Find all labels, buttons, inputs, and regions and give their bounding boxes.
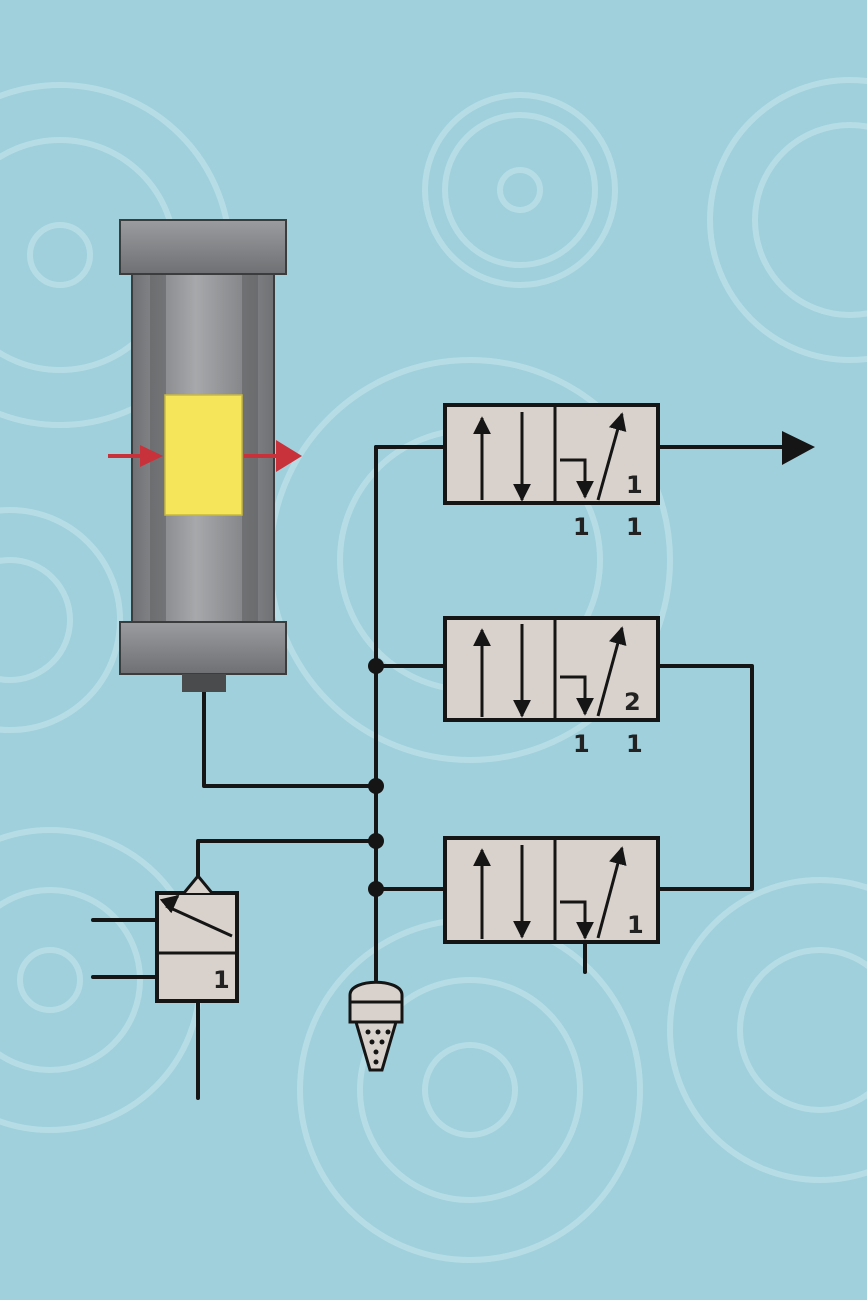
pilot-line (196, 839, 378, 880)
gear-icon (422, 92, 618, 288)
flow-in-arrow-icon (108, 445, 163, 467)
gear-icon (707, 77, 867, 363)
piston (164, 394, 243, 516)
pneumatic-cylinder-icon (108, 219, 302, 692)
port-label: 1 (626, 471, 643, 499)
background-gears (0, 77, 867, 1263)
junction-dot (368, 658, 384, 674)
flow-out-arrow-icon (244, 440, 302, 472)
port-label: 1 (626, 513, 643, 541)
small-valve: 1 (91, 873, 239, 1100)
port-label: 1 (626, 730, 643, 758)
gear-icon (297, 917, 643, 1263)
junction-dot (368, 778, 384, 794)
port-label: 1 (213, 966, 230, 994)
port-label: 1 (573, 730, 590, 758)
gear-icon (0, 507, 123, 733)
valve-bottom: 1 (443, 836, 660, 944)
junction-dot (368, 833, 384, 849)
pipe-network (196, 431, 815, 982)
port-label: 2 (624, 688, 641, 716)
junction-dot (368, 881, 384, 897)
valve-top: 1 1 1 (443, 403, 660, 541)
loop-line (656, 664, 754, 891)
exhaust-silencer-icon (348, 980, 404, 1072)
cylinder-line (202, 688, 378, 788)
gear-icon (667, 877, 867, 1183)
output-arrow-icon (782, 431, 815, 465)
port-label: 1 (573, 513, 590, 541)
valve-middle: 2 1 1 (443, 616, 660, 758)
port-label: 1 (627, 911, 644, 939)
